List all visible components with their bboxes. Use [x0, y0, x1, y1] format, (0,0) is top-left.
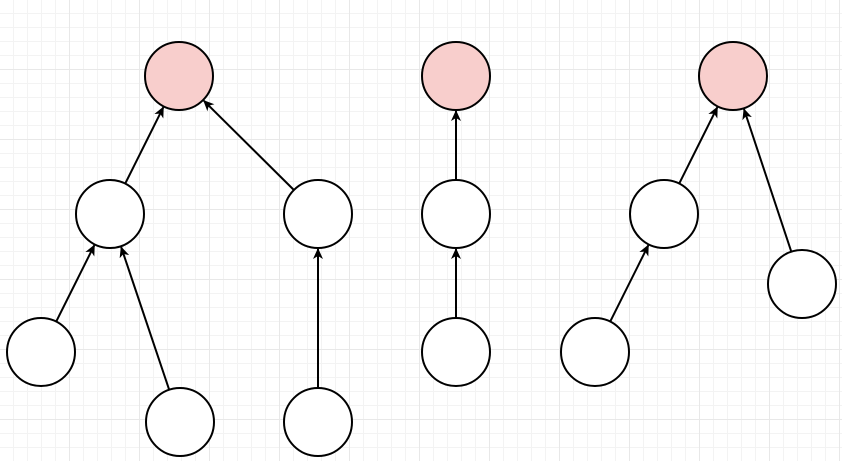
edge-arrow-b3-to-r3	[742, 108, 793, 253]
node-e1[interactable]	[283, 387, 353, 457]
edge-arrow-b1-to-r1	[203, 99, 295, 191]
node-b1[interactable]	[283, 179, 353, 249]
root-node-r3[interactable]	[698, 41, 768, 111]
node-c3[interactable]	[560, 317, 630, 387]
root-node-r2[interactable]	[421, 41, 491, 111]
node-b2[interactable]	[421, 317, 491, 387]
node-d1[interactable]	[145, 387, 215, 457]
nodes-layer	[6, 41, 837, 457]
edge-arrow-a1-to-r1	[124, 106, 165, 185]
root-node-r1[interactable]	[144, 41, 214, 111]
edges-layer	[55, 99, 793, 391]
node-b3[interactable]	[767, 249, 837, 319]
node-c1[interactable]	[6, 317, 76, 387]
edge-arrow-a3-to-r3	[678, 106, 719, 185]
node-a3[interactable]	[629, 179, 699, 249]
edge-arrow-c1-to-a1	[55, 244, 96, 323]
edge-arrow-c3-to-a3	[609, 244, 650, 323]
node-a2[interactable]	[421, 179, 491, 249]
edge-arrow-d1-to-a1	[119, 246, 171, 391]
node-a1[interactable]	[75, 179, 145, 249]
